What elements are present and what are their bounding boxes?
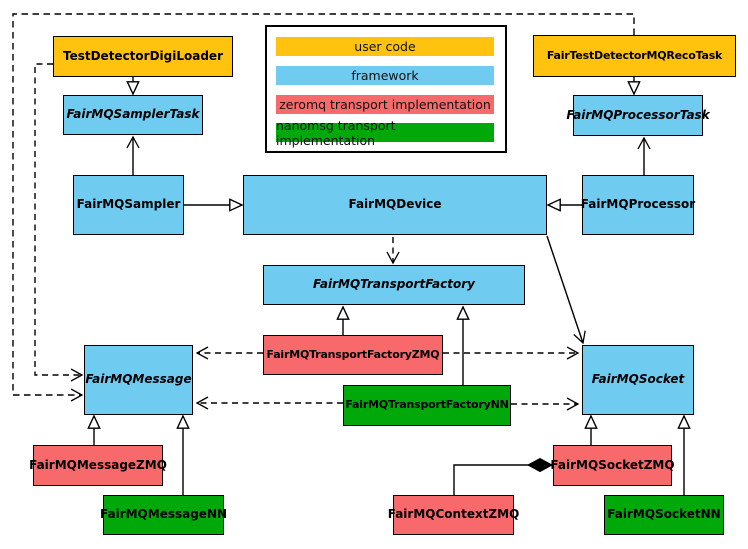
node-fairmq-device: FairMQDevice <box>243 175 547 235</box>
node-fairmq-context-zmq: FairMQContextZMQ <box>388 495 519 535</box>
node-fairmq-socket-zmq: FairMQSocketZMQ <box>550 445 675 486</box>
node-fairmq-socket-nn: FairMQSocketNN <box>604 495 724 535</box>
node-fairmq-message-zmq: FairMQMessageZMQ <box>29 445 167 486</box>
node-fairmq-sampler-task: FairMQSamplerTask <box>63 95 203 135</box>
legend-item-zeromq: zeromq transport implementation <box>276 95 494 114</box>
node-fairmq-socket: FairMQSocket <box>582 345 694 415</box>
node-fairmq-message: FairMQMessage <box>84 345 193 415</box>
node-fair-test-detector-mq-reco-task: FairTestDetectorMQRecoTask <box>533 35 736 77</box>
node-fairmq-processor-task: FairMQProcessorTask <box>566 95 710 136</box>
legend-item-nanomsg: nanomsg transport implementation <box>276 118 494 148</box>
node-test-detector-digi-loader: TestDetectorDigiLoader <box>53 36 233 77</box>
node-fairmq-transport-factory: FairMQTransportFactory <box>263 265 525 305</box>
node-fairmq-transport-factory-nn: FairMQTransportFactoryNN <box>343 385 511 426</box>
node-fairmq-transport-factory-zmq: FairMQTransportFactoryZMQ <box>263 335 443 375</box>
legend-item-user-code: user code <box>276 37 494 56</box>
node-fairmq-processor: FairMQProcessor <box>581 175 695 235</box>
legend: user code framework zeromq transport imp… <box>265 25 507 153</box>
node-fairmq-sampler: FairMQSampler <box>73 175 184 235</box>
legend-item-framework: framework <box>276 66 494 85</box>
node-fairmq-message-nn: FairMQMessageNN <box>100 495 227 535</box>
